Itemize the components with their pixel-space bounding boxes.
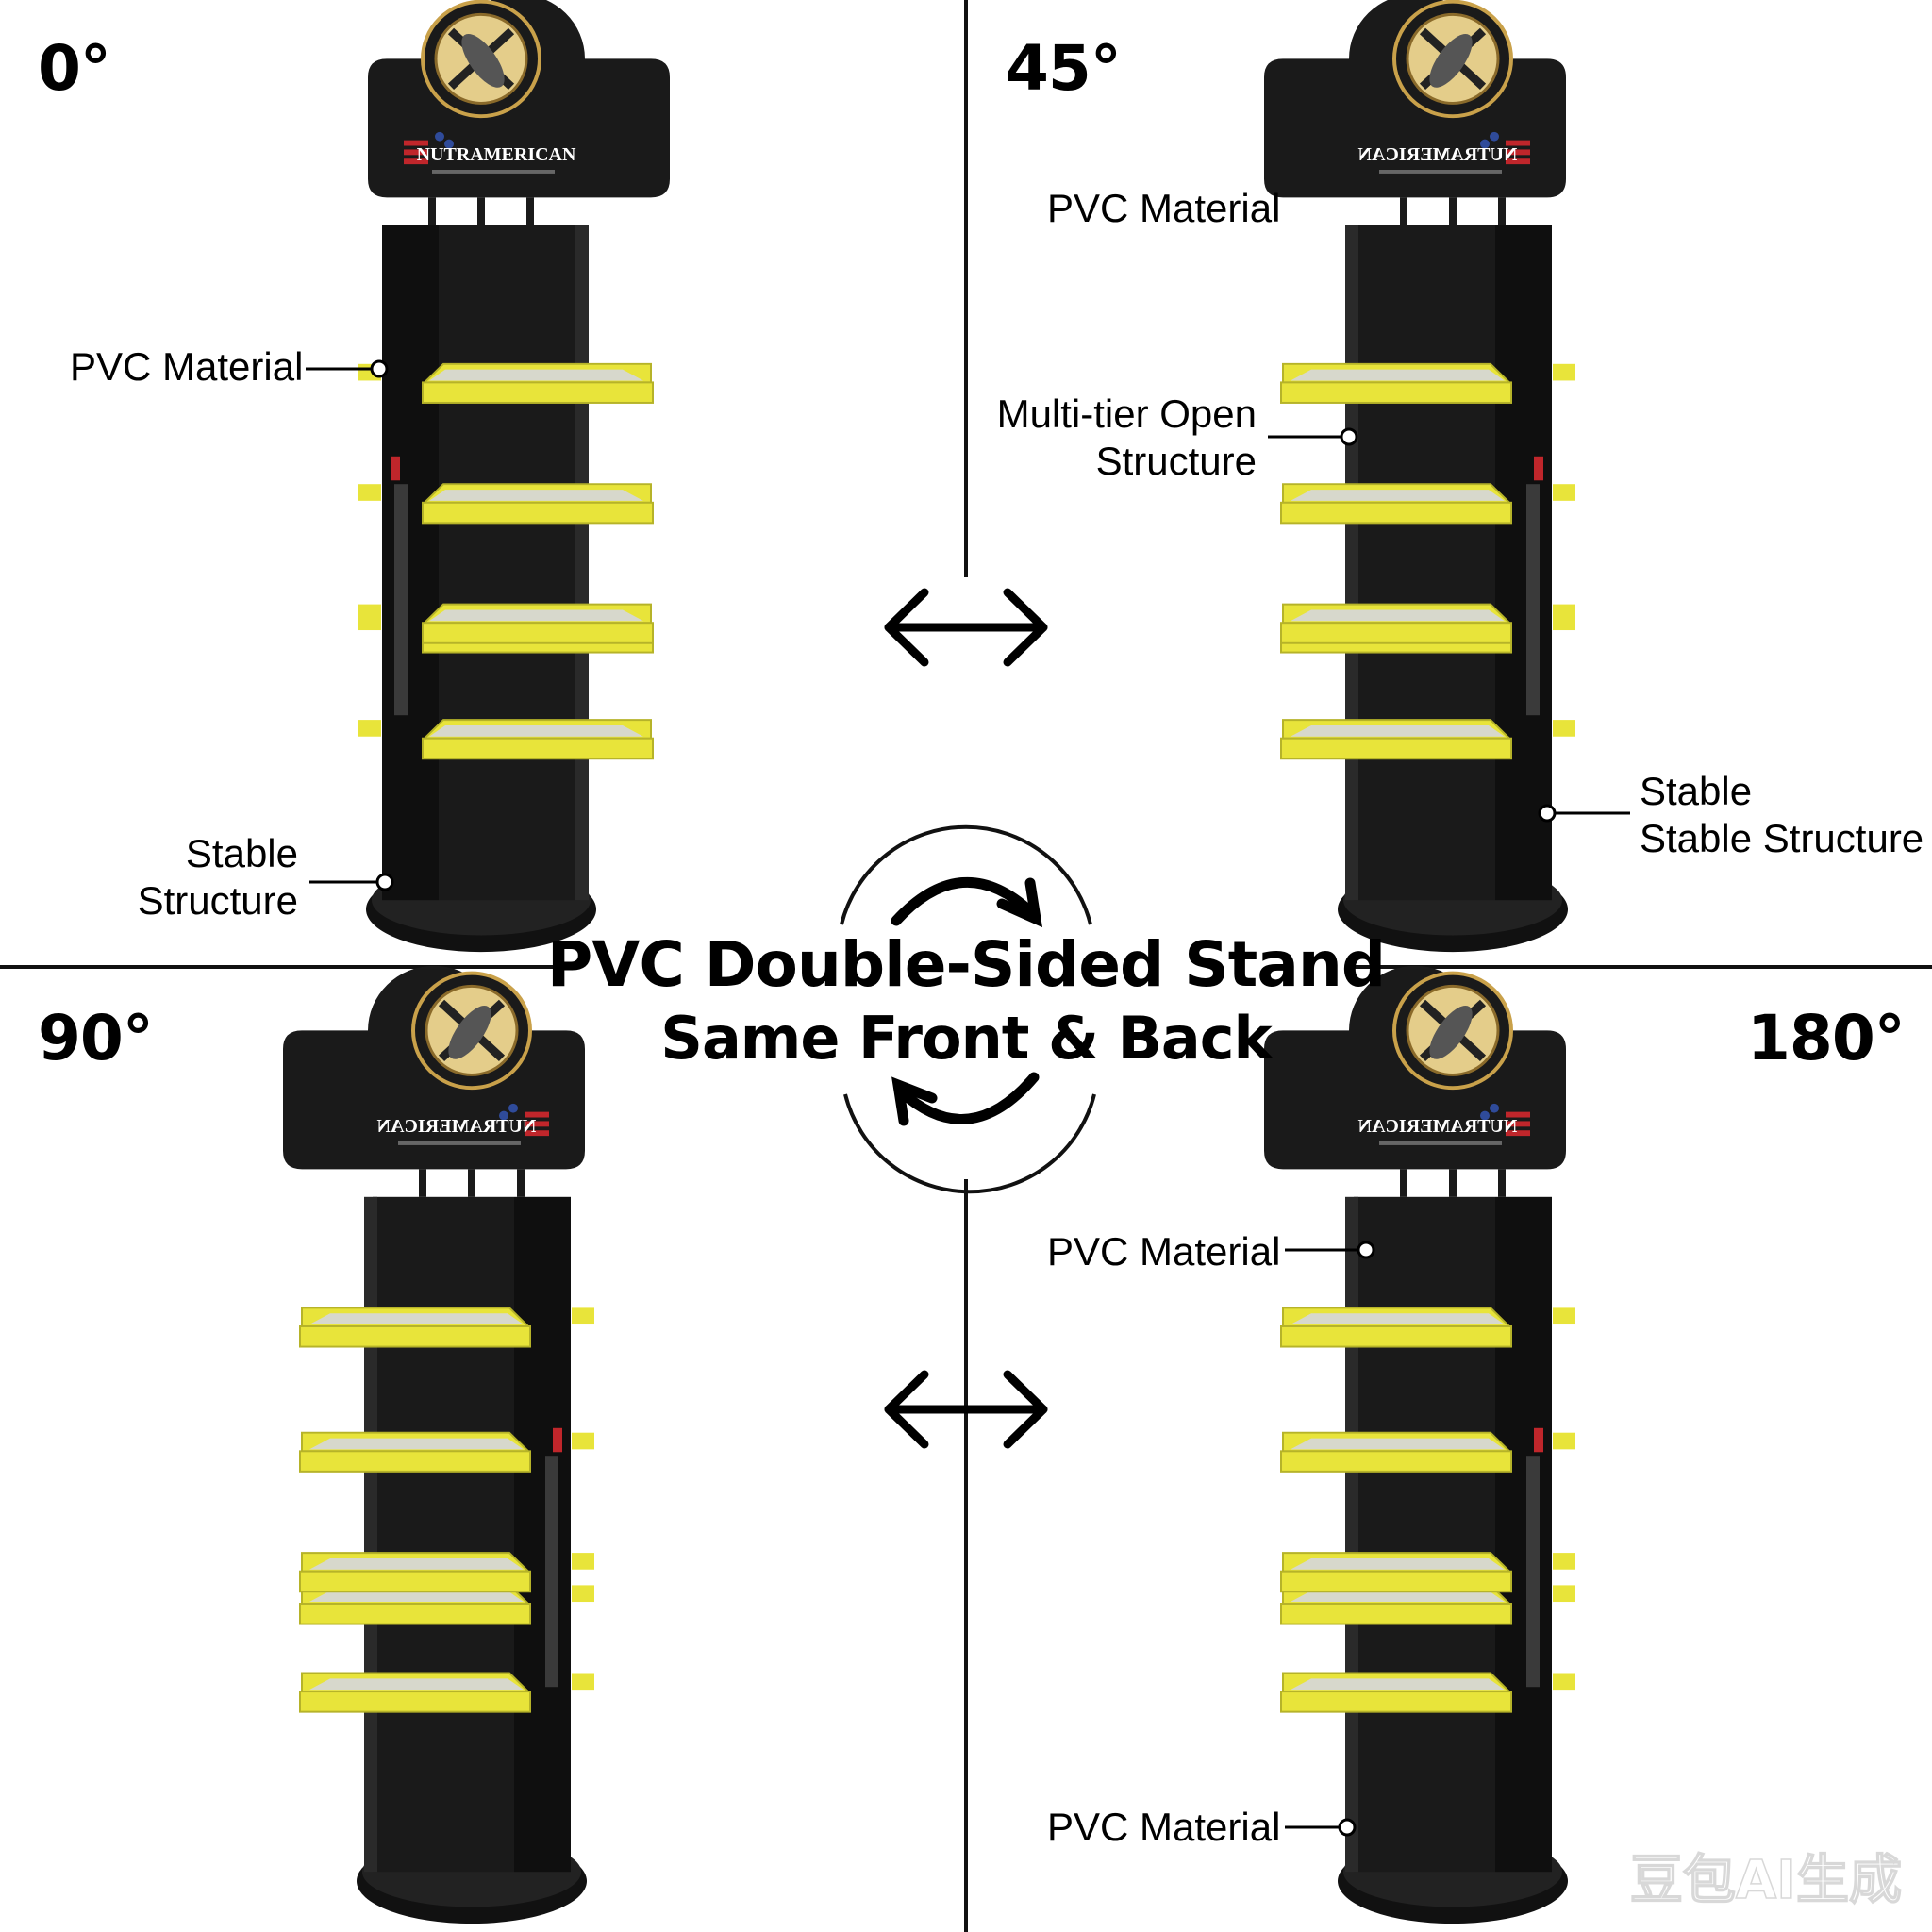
rotate-clockwise-icon: [891, 877, 1043, 1126]
stand-180deg: [1264, 966, 1575, 1924]
stand-90deg: [283, 966, 594, 1924]
rotation-circle-icon: [840, 824, 1096, 1194]
label-pvc-material-180-bottom: PVC Material: [1047, 1805, 1281, 1849]
label-pvc-material-45: PVC Material: [1047, 186, 1281, 230]
label-line: Multi-tier Open: [996, 391, 1257, 436]
title-line-1: PVC Double-Sided Stand: [546, 928, 1386, 1001]
label-pvc-material-180-top: PVC Material: [1047, 1229, 1281, 1274]
label-line: Stable: [1640, 769, 1753, 813]
label-stable-structure-0: Stable Structure: [113, 830, 298, 924]
label-line: Structure: [137, 877, 298, 923]
angle-label-45: 45°: [1006, 32, 1122, 105]
angle-label-90: 90°: [38, 1002, 154, 1074]
label-pvc-material-0: PVC Material: [70, 344, 304, 389]
angle-label-180: 180°: [1747, 1002, 1906, 1074]
label-stable-structure-45: Stable Stable Structure: [1640, 768, 1924, 861]
label-line: Stable: [185, 831, 298, 875]
double-arrow-icon-bottom: [884, 1370, 1048, 1449]
callout-leaders: [306, 359, 1630, 1837]
stand-0deg: [358, 0, 670, 952]
title-line-2: Same Front & Back: [660, 1004, 1272, 1073]
label-multi-tier-open-structure: Multi-tier Open Structure: [981, 391, 1257, 484]
watermark: 豆包AI生成: [1629, 1850, 1903, 1911]
label-line: Stable Structure: [1640, 815, 1924, 860]
double-arrow-icon-top: [884, 588, 1048, 667]
stand-45deg: [1264, 0, 1575, 952]
label-line: Structure: [1095, 438, 1257, 483]
angle-label-0: 0°: [38, 32, 111, 105]
